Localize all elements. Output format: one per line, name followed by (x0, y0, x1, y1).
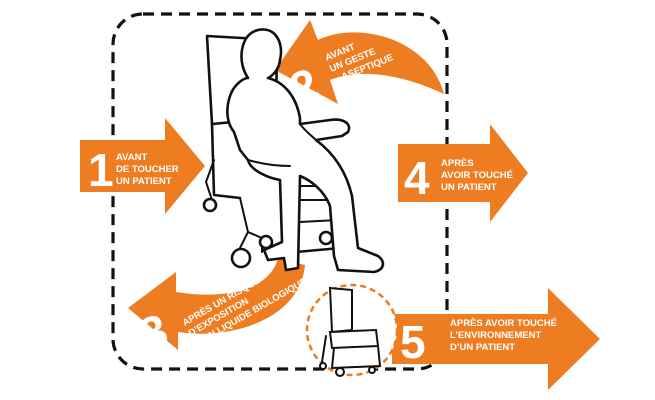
moment-1-number: 1 (88, 144, 114, 196)
moment-1-label: AVANT DE TOUCHER UN PATIENT (116, 152, 181, 187)
moment-4-arrow: 4 APRÈS AVOIR TOUCHÉ UN PATIENT (398, 124, 528, 222)
inset-chair-back (328, 286, 353, 334)
chair-wheel (230, 247, 252, 269)
moment-4-label: APRÈS AVOIR TOUCHÉ UN PATIENT (441, 158, 516, 193)
chair-wheel (202, 197, 218, 213)
moment-5-arrow: 5 APRÈS AVOIR TOUCHÉ L’ENVIRONNEMENT D’U… (392, 288, 600, 390)
patient-on-chair-illustration (202, 28, 385, 274)
moment-3-arrow: 3 APRÈS UN RISQUE D’EXPOSITION À UN LIQU… (128, 258, 309, 361)
chair-frame (210, 122, 242, 200)
moment-2-label: AVANT UN GESTE ASEPTIQUE (324, 30, 395, 86)
moment-5-label: APRÈS AVOIR TOUCHÉ L’ENVIRONNEMENT D’UN … (450, 318, 560, 353)
inset-chair-seat (328, 328, 380, 350)
moment-4-number: 4 (404, 152, 430, 204)
moment-5-number: 5 (400, 316, 426, 368)
moment-2-arrow: 2 AVANT UN GESTE ASEPTIQUE (275, 20, 444, 115)
moment-1-arrow: 1 AVANT DE TOUCHER UN PATIENT (80, 118, 205, 214)
patient-silhouette (226, 28, 385, 274)
patient-environment-inset (305, 283, 399, 377)
